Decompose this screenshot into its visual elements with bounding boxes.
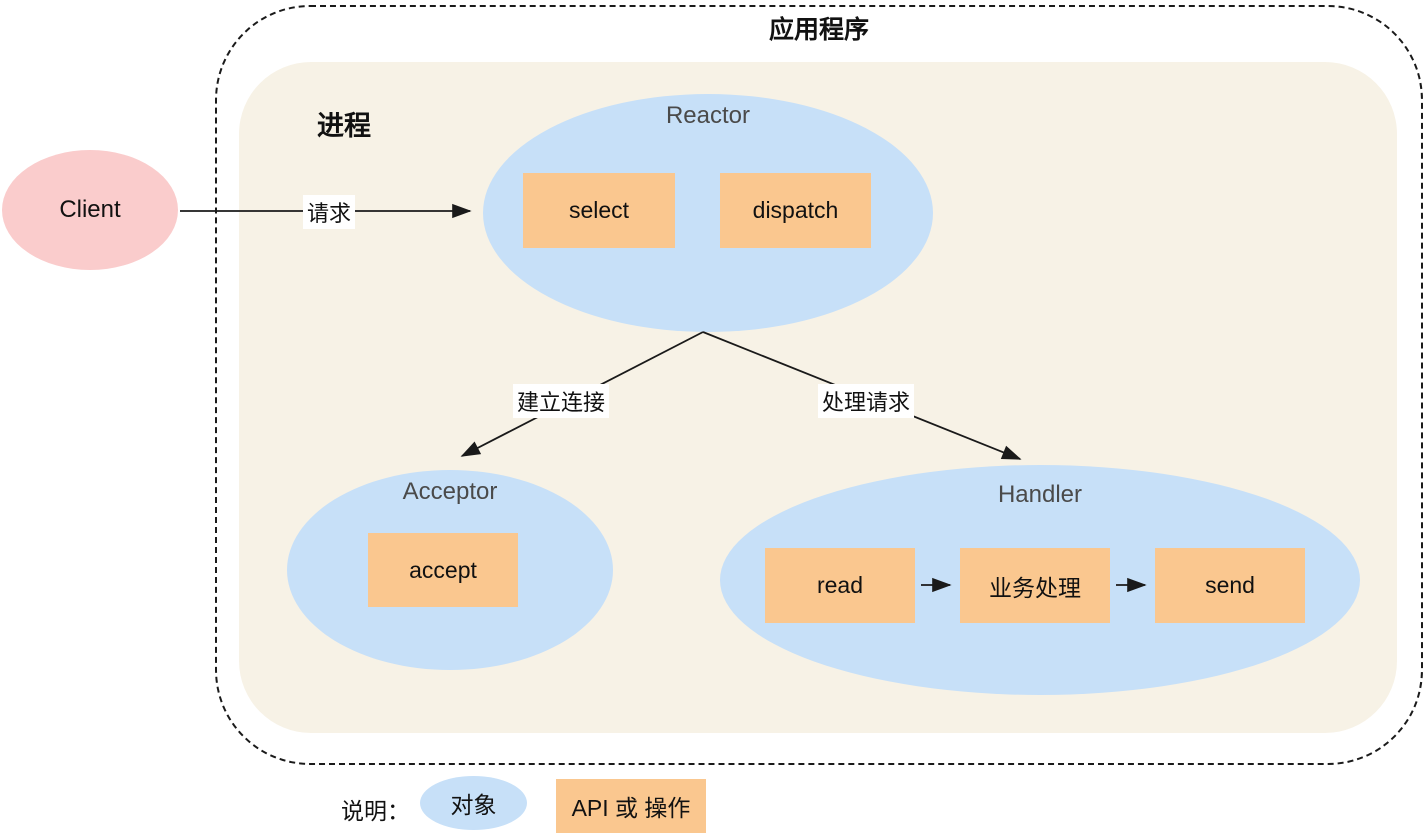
reactor-title: Reactor bbox=[665, 102, 751, 129]
read-label: read bbox=[816, 572, 864, 598]
legend-object-sample: 对象 bbox=[420, 776, 527, 830]
accept-label: accept bbox=[409, 556, 477, 583]
process-title: 进程 bbox=[317, 111, 371, 141]
select-label: select bbox=[568, 197, 630, 223]
accept-box: accept bbox=[368, 533, 518, 607]
business-process-label: 业务处理 bbox=[989, 574, 1081, 601]
acceptor-title: Acceptor bbox=[402, 478, 498, 505]
read-box: read bbox=[765, 548, 915, 623]
dispatch-box: dispatch bbox=[720, 173, 871, 248]
handler-title: Handler bbox=[997, 481, 1083, 508]
handle-edge-label: 处理请求 bbox=[818, 384, 915, 418]
business-process-box: 业务处理 bbox=[960, 548, 1110, 623]
send-label: send bbox=[1205, 572, 1255, 598]
application-title: 应用程序 bbox=[768, 16, 869, 44]
dispatch-label: dispatch bbox=[752, 197, 839, 223]
legend-caption: 说明： bbox=[341, 798, 410, 824]
legend-api-sample: API 或 操作 bbox=[556, 779, 706, 833]
client-label: Client bbox=[59, 196, 121, 223]
legend-object-label: 对象 bbox=[450, 792, 497, 818]
legend-api-label: API 或 操作 bbox=[571, 795, 691, 821]
request-edge-label: 请求 bbox=[303, 195, 356, 229]
establish-edge-label: 建立连接 bbox=[513, 384, 610, 418]
legend: 说明： 对象 API 或 操作 bbox=[0, 770, 1427, 834]
client-node: Client bbox=[2, 150, 178, 270]
application-boundary bbox=[215, 5, 1423, 765]
select-box: select bbox=[523, 173, 675, 248]
send-box: send bbox=[1155, 548, 1305, 623]
